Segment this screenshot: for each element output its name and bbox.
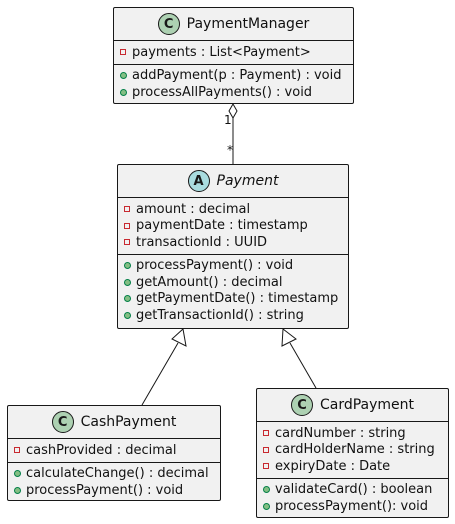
class-name: CardPayment bbox=[319, 397, 415, 413]
method-row: processPayment() : void bbox=[124, 258, 348, 275]
public-icon bbox=[14, 470, 21, 478]
method-row: getAmount() : decimal bbox=[124, 274, 348, 291]
attribute-text: cardNumber : string bbox=[275, 425, 406, 441]
method-text: validateCard() : boolean bbox=[275, 482, 433, 498]
private-icon bbox=[263, 463, 269, 470]
method-text: getAmount() : decimal bbox=[136, 274, 283, 290]
attribute-text: transactionId : UUID bbox=[136, 234, 268, 250]
inheritance-line-card bbox=[289, 342, 317, 389]
class-stereotype-icon: C bbox=[157, 13, 180, 35]
method-row: addPayment(p : Payment) : void bbox=[120, 68, 353, 85]
methods-section: validateCard() : boolean processPayment(… bbox=[257, 477, 448, 518]
multiplicity-source: 1 bbox=[224, 113, 232, 127]
class-name: PaymentManager bbox=[186, 16, 310, 32]
public-icon bbox=[263, 486, 270, 494]
method-text: getTransactionId() : string bbox=[136, 307, 304, 323]
private-icon bbox=[124, 206, 130, 213]
public-icon bbox=[124, 295, 131, 303]
public-icon bbox=[14, 486, 21, 494]
method-text: addPayment(p : Payment) : void bbox=[132, 68, 342, 84]
methods-section: processPayment() : void getAmount() : de… bbox=[118, 253, 348, 327]
private-icon bbox=[120, 49, 126, 56]
public-icon bbox=[120, 88, 127, 96]
public-icon bbox=[124, 278, 131, 286]
class-payment[interactable]: A Payment amount : decimal paymentDate :… bbox=[117, 164, 349, 329]
class-header: C CashPayment bbox=[8, 406, 220, 439]
method-row: processAllPayments() : void bbox=[120, 84, 353, 101]
attributes-section: amount : decimal paymentDate : timestamp… bbox=[118, 198, 348, 254]
attribute-text: expiryDate : Date bbox=[275, 458, 391, 474]
attribute-text: cardHolderName : string bbox=[275, 442, 435, 458]
method-text: processPayment() : void bbox=[136, 258, 294, 274]
method-text: calculateChange() : decimal bbox=[26, 466, 209, 482]
method-text: processPayment() : void bbox=[26, 482, 184, 498]
method-row: getTransactionId() : string bbox=[124, 307, 348, 324]
attributes-section: cashProvided : decimal bbox=[8, 439, 220, 462]
attribute-row: expiryDate : Date bbox=[263, 458, 448, 475]
attribute-text: payments : List<Payment> bbox=[132, 44, 311, 60]
public-icon bbox=[263, 502, 270, 510]
attribute-row: cardHolderName : string bbox=[263, 442, 448, 459]
private-icon bbox=[263, 446, 269, 453]
class-stereotype-icon: C bbox=[51, 411, 74, 433]
class-header: C PaymentManager bbox=[114, 8, 353, 41]
class-name: CashPayment bbox=[80, 414, 177, 430]
method-row: calculateChange() : decimal bbox=[14, 466, 220, 483]
method-row: processPayment() : void bbox=[14, 482, 220, 499]
class-name: Payment bbox=[216, 173, 279, 189]
attribute-text: amount : decimal bbox=[136, 201, 251, 217]
class-payment-manager[interactable]: C PaymentManager payments : List<Payment… bbox=[113, 7, 354, 104]
attribute-row: payments : List<Payment> bbox=[120, 44, 353, 61]
inheritance-arrow-card bbox=[281, 328, 297, 347]
method-row: processPayment(): void bbox=[263, 498, 448, 515]
attribute-text: paymentDate : timestamp bbox=[136, 218, 308, 234]
attribute-text: cashProvided : decimal bbox=[26, 442, 177, 458]
public-icon bbox=[124, 311, 131, 319]
class-header: C CardPayment bbox=[257, 389, 448, 422]
class-header: A Payment bbox=[118, 165, 348, 198]
method-row: getPaymentDate() : timestamp bbox=[124, 291, 348, 308]
method-text: processAllPayments() : void bbox=[132, 84, 313, 100]
attribute-row: amount : decimal bbox=[124, 201, 348, 218]
private-icon bbox=[124, 239, 130, 246]
method-text: processPayment(): void bbox=[275, 498, 429, 514]
attribute-row: transactionId : UUID bbox=[124, 234, 348, 251]
method-text: getPaymentDate() : timestamp bbox=[136, 291, 339, 307]
class-stereotype-icon: C bbox=[290, 394, 313, 416]
private-icon bbox=[124, 222, 130, 229]
class-cash-payment[interactable]: C CashPayment cashProvided : decimal cal… bbox=[7, 405, 221, 501]
method-row: validateCard() : boolean bbox=[263, 482, 448, 499]
public-icon bbox=[124, 262, 131, 270]
attributes-section: cardNumber : string cardHolderName : str… bbox=[257, 422, 448, 478]
attribute-row: cardNumber : string bbox=[263, 425, 448, 442]
attribute-row: cashProvided : decimal bbox=[14, 442, 220, 459]
multiplicity-target: * bbox=[227, 143, 233, 157]
attribute-row: paymentDate : timestamp bbox=[124, 218, 348, 235]
abstract-stereotype-icon: A bbox=[187, 170, 210, 192]
private-icon bbox=[263, 430, 269, 437]
public-icon bbox=[120, 72, 127, 80]
inheritance-arrow-cash bbox=[171, 328, 187, 347]
inheritance-line-cash bbox=[141, 342, 179, 406]
methods-section: addPayment(p : Payment) : void processAl… bbox=[114, 63, 353, 104]
attributes-section: payments : List<Payment> bbox=[114, 41, 353, 64]
class-card-payment[interactable]: C CardPayment cardNumber : string cardHo… bbox=[256, 388, 449, 518]
methods-section: calculateChange() : decimal processPayme… bbox=[8, 461, 220, 502]
aggregation-diamond bbox=[228, 102, 238, 120]
private-icon bbox=[14, 447, 20, 454]
